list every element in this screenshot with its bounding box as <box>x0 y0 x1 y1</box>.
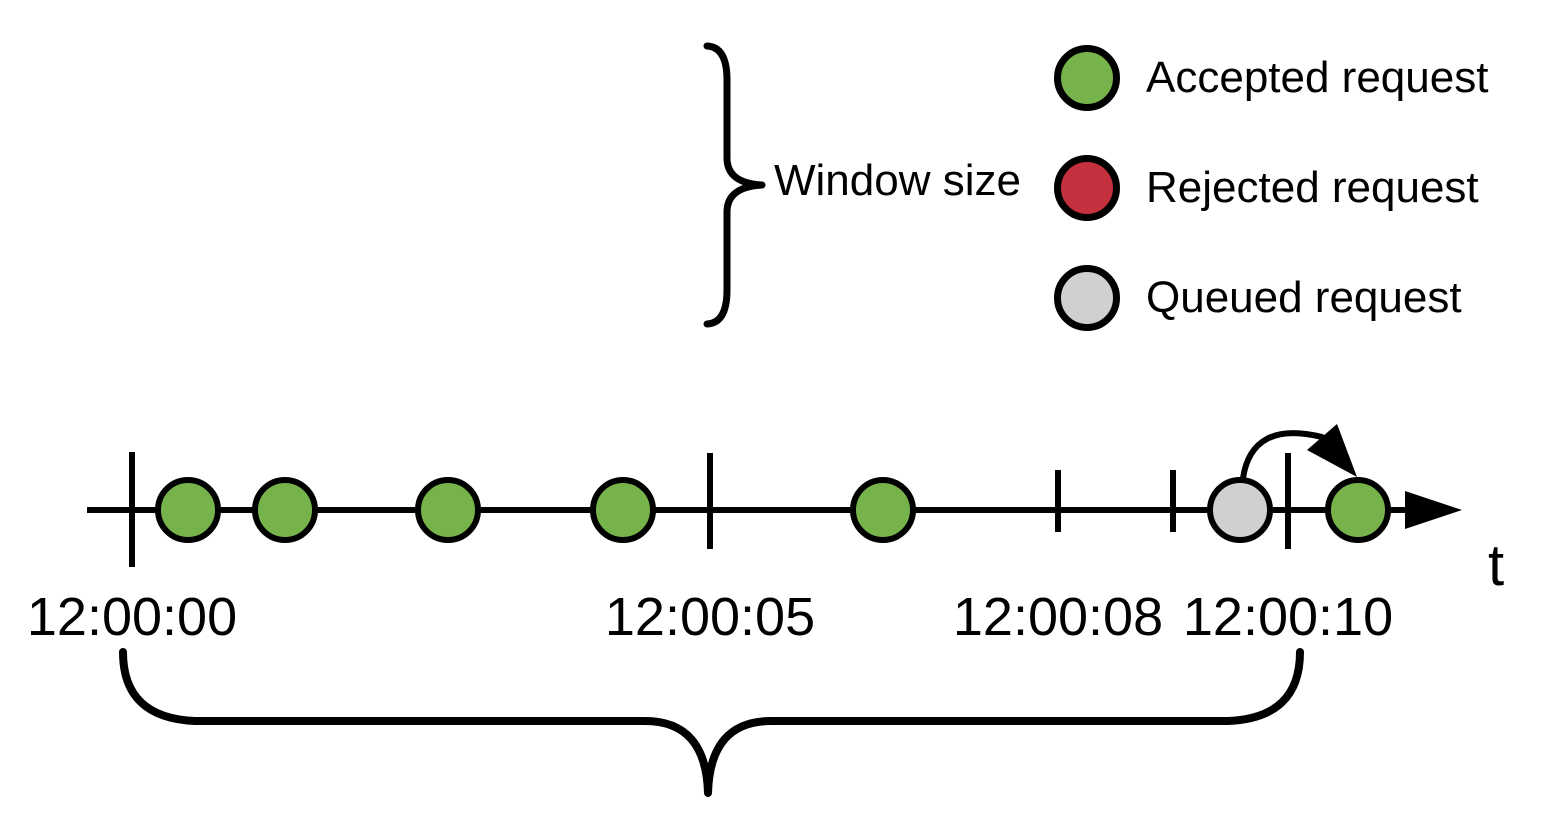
window-size-brace <box>703 42 766 328</box>
window-size-label: Window size <box>774 156 1021 205</box>
legend-label-rejected: Rejected request <box>1146 163 1479 212</box>
legend-label-accepted: Accepted request <box>1146 53 1489 102</box>
legend-label-queued: Queued request <box>1146 273 1462 322</box>
queued-to-accepted-arrowhead-icon <box>1307 424 1357 477</box>
accepted-request-dot <box>252 477 318 543</box>
queued-request-dot <box>1207 477 1273 543</box>
queued-request-icon <box>1054 265 1120 331</box>
legend-item-queued: Queued request <box>1054 265 1488 331</box>
accepted-request-icon <box>1054 45 1120 111</box>
request-dots <box>155 477 1391 543</box>
time-label-12:00:08: 12:00:08 <box>952 587 1164 647</box>
accepted-request-dot <box>590 477 656 543</box>
time-label-12:00:00: 12:00:00 <box>26 587 238 647</box>
time-label-12:00:05: 12:00:05 <box>604 587 816 647</box>
accepted-request-dot <box>850 477 916 543</box>
legend-item-rejected: Rejected request <box>1054 155 1488 221</box>
window-span-brace <box>119 648 1304 797</box>
tick-marks <box>129 452 1291 567</box>
queued-to-accepted-arrow <box>1240 430 1325 481</box>
time-axis-arrowhead-icon <box>1405 491 1462 529</box>
accepted-request-dot <box>155 477 221 543</box>
time-label-12:00:10: 12:00:10 <box>1182 587 1394 647</box>
legend-item-accepted: Accepted request <box>1054 45 1488 111</box>
accepted-request-dot <box>415 477 481 543</box>
time-axis-label: t <box>1488 533 1505 598</box>
rejected-request-icon <box>1054 155 1120 221</box>
accepted-request-dot <box>1325 477 1391 543</box>
legend: Accepted request Rejected request Queued… <box>1054 45 1488 331</box>
